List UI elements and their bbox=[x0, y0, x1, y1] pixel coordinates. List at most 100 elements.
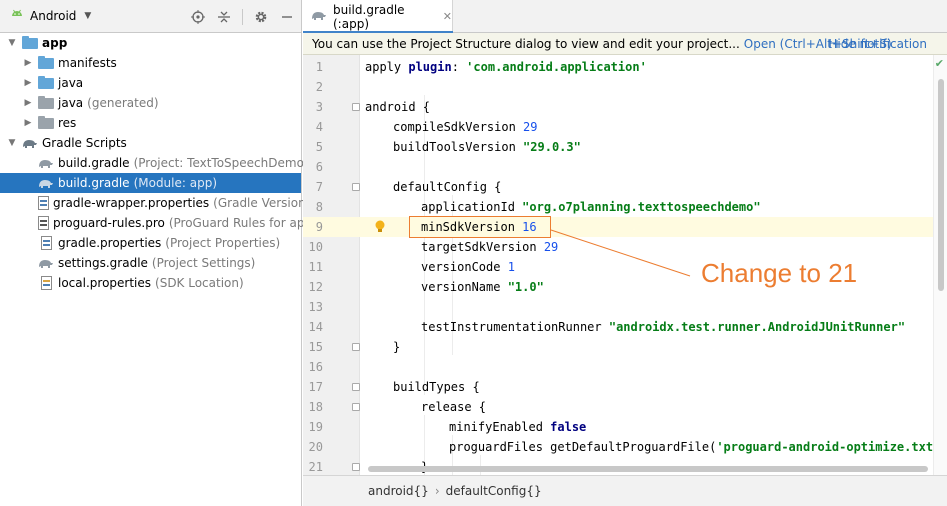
code-line: 11 versionCode 1 bbox=[303, 257, 947, 277]
tab-build-gradle-app[interactable]: build.gradle (:app) ✕ bbox=[303, 0, 453, 34]
tree-item-gradle-scripts[interactable]: ▼ Gradle Scripts bbox=[0, 133, 301, 153]
code-text: minifyEnabled bbox=[449, 420, 551, 434]
code-string: "org.o7planning.texttospeechdemo" bbox=[522, 200, 761, 214]
locate-target-icon[interactable] bbox=[190, 9, 206, 25]
gradle-elephant-icon bbox=[311, 9, 327, 24]
tree-item-label: build.gradle bbox=[58, 156, 130, 170]
tab-label: build.gradle (:app) bbox=[333, 2, 405, 31]
tree-item-hint: (generated) bbox=[87, 96, 159, 110]
gear-icon[interactable] bbox=[253, 9, 269, 25]
line-number: 10 bbox=[308, 240, 323, 254]
open-project-structure-link[interactable]: Open (Ctrl+Alt+Shift+S) bbox=[743, 36, 892, 51]
project-panel-toolbar bbox=[190, 0, 295, 33]
line-number: 4 bbox=[315, 120, 323, 134]
tree-item-java[interactable]: ▶ java bbox=[0, 73, 301, 93]
indent-guide bbox=[424, 95, 425, 395]
collapse-arrow-icon[interactable]: ▶ bbox=[24, 58, 32, 68]
annotation-highlight-box bbox=[409, 216, 551, 238]
code-text: proguardFiles getDefaultProguardFile( bbox=[449, 440, 717, 454]
code-line: 20 proguardFiles getDefaultProguardFile(… bbox=[303, 437, 947, 457]
line-number: 17 bbox=[308, 380, 323, 394]
tree-item-label: settings.gradle bbox=[58, 256, 148, 270]
line-number: 8 bbox=[315, 200, 323, 214]
tree-item-hint: (Project Settings) bbox=[151, 256, 256, 270]
tree-item-app[interactable]: ▼ app bbox=[0, 33, 301, 53]
properties-file-icon bbox=[38, 236, 54, 250]
code-line: 7 defaultConfig { bbox=[303, 177, 947, 197]
fold-marker-icon[interactable] bbox=[352, 403, 360, 411]
expand-arrow-icon[interactable]: ▼ bbox=[8, 38, 16, 48]
fold-marker-icon[interactable] bbox=[352, 103, 360, 111]
project-view-selector[interactable]: Android bbox=[30, 9, 77, 23]
tree-item-label: Gradle Scripts bbox=[42, 136, 127, 150]
fold-marker-icon[interactable] bbox=[352, 383, 360, 391]
tree-item-proguard-rules[interactable]: proguard-rules.pro (ProGuard Rules for a… bbox=[0, 213, 317, 233]
tree-item-gradle-properties[interactable]: gradle.properties (Project Properties) bbox=[0, 233, 301, 253]
fold-marker-icon[interactable] bbox=[352, 343, 360, 351]
code-text: } bbox=[393, 340, 401, 354]
checkmark-icon: ✔ bbox=[934, 57, 944, 70]
close-icon[interactable]: ✕ bbox=[442, 10, 452, 23]
code-text: versionCode bbox=[421, 260, 508, 274]
code-text: versionName bbox=[421, 280, 508, 294]
tree-item-build-gradle-module[interactable]: build.gradle (Module: app) bbox=[0, 173, 301, 193]
active-tab-indicator bbox=[303, 31, 453, 34]
fold-marker-icon[interactable] bbox=[352, 183, 360, 191]
tree-item-java-generated[interactable]: ▶ java (generated) bbox=[0, 93, 301, 113]
expand-arrow-icon[interactable]: ▼ bbox=[8, 138, 16, 148]
horizontal-scrollbar[interactable] bbox=[360, 466, 933, 474]
line-number: 11 bbox=[308, 260, 323, 274]
gradle-elephant-icon bbox=[22, 136, 38, 150]
line-number: 3 bbox=[315, 100, 323, 114]
code-text: applicationId bbox=[421, 200, 523, 214]
text-file-icon bbox=[38, 216, 49, 230]
fold-marker-icon[interactable] bbox=[352, 463, 360, 471]
hide-notification-link[interactable]: Hide notification bbox=[828, 36, 927, 51]
line-number: 6 bbox=[315, 160, 323, 174]
properties-file-icon bbox=[38, 196, 49, 210]
code-line: 4 compileSdkVersion 29 bbox=[303, 117, 947, 137]
android-icon bbox=[10, 8, 24, 25]
resources-folder-icon bbox=[38, 115, 54, 130]
module-folder-icon bbox=[22, 35, 38, 50]
lightbulb-icon[interactable] bbox=[374, 219, 386, 235]
tree-item-build-gradle-project[interactable]: build.gradle (Project: TextToSpeechDemo) bbox=[0, 153, 309, 173]
annotation-label: Change to 21 bbox=[701, 258, 858, 288]
collapse-all-icon[interactable] bbox=[216, 9, 232, 25]
code-line: 17 buildTypes { bbox=[303, 377, 947, 397]
code-line: 3 android { bbox=[303, 97, 947, 117]
code-line: 2 bbox=[303, 77, 947, 97]
tree-item-manifests[interactable]: ▶ manifests bbox=[0, 53, 301, 73]
breadcrumb-item-defaultconfig[interactable]: defaultConfig{} bbox=[445, 484, 542, 498]
tree-item-hint: (Module: app) bbox=[133, 176, 218, 190]
code-line: 12 versionName "1.0" bbox=[303, 277, 947, 297]
scrollbar-thumb[interactable] bbox=[368, 466, 928, 472]
collapse-arrow-icon[interactable]: ▶ bbox=[24, 98, 32, 108]
tree-item-label: java bbox=[58, 96, 84, 110]
code-text: buildTypes { bbox=[393, 380, 480, 394]
gradle-elephant-icon bbox=[38, 156, 54, 170]
tree-item-res[interactable]: ▶ res bbox=[0, 113, 301, 133]
properties-file-icon bbox=[38, 276, 54, 290]
code-line: 10 targetSdkVersion 29 bbox=[303, 237, 947, 257]
gradle-elephant-icon bbox=[38, 256, 54, 270]
tree-item-local-properties[interactable]: local.properties (SDK Location) bbox=[0, 273, 301, 293]
tree-item-hint: (SDK Location) bbox=[155, 276, 244, 290]
code-text: testInstrumentationRunner bbox=[421, 320, 609, 334]
line-number: 7 bbox=[315, 180, 323, 194]
scrollbar-thumb[interactable] bbox=[938, 79, 944, 291]
collapse-arrow-icon[interactable]: ▶ bbox=[24, 78, 32, 88]
tree-item-settings-gradle[interactable]: settings.gradle (Project Settings) bbox=[0, 253, 301, 273]
code-text: minSdkVersion bbox=[421, 220, 523, 234]
breadcrumb-item-android[interactable]: android{} bbox=[368, 484, 429, 498]
vertical-scrollbar[interactable]: ✔ bbox=[933, 55, 947, 475]
code-text: release { bbox=[421, 400, 487, 414]
indent-guide bbox=[424, 415, 425, 475]
code-string: "androidx.test.runner.AndroidJUnitRunner… bbox=[608, 320, 906, 334]
toolbar-divider bbox=[242, 8, 243, 25]
minimize-icon[interactable] bbox=[279, 9, 295, 25]
chevron-down-icon[interactable]: ▼ bbox=[84, 11, 92, 21]
code-line: 5 buildToolsVersion "29.0.3" bbox=[303, 137, 947, 157]
tree-item-gradle-wrapper-properties[interactable]: gradle-wrapper.properties (Gradle Versio… bbox=[0, 193, 310, 213]
collapse-arrow-icon[interactable]: ▶ bbox=[24, 118, 32, 128]
